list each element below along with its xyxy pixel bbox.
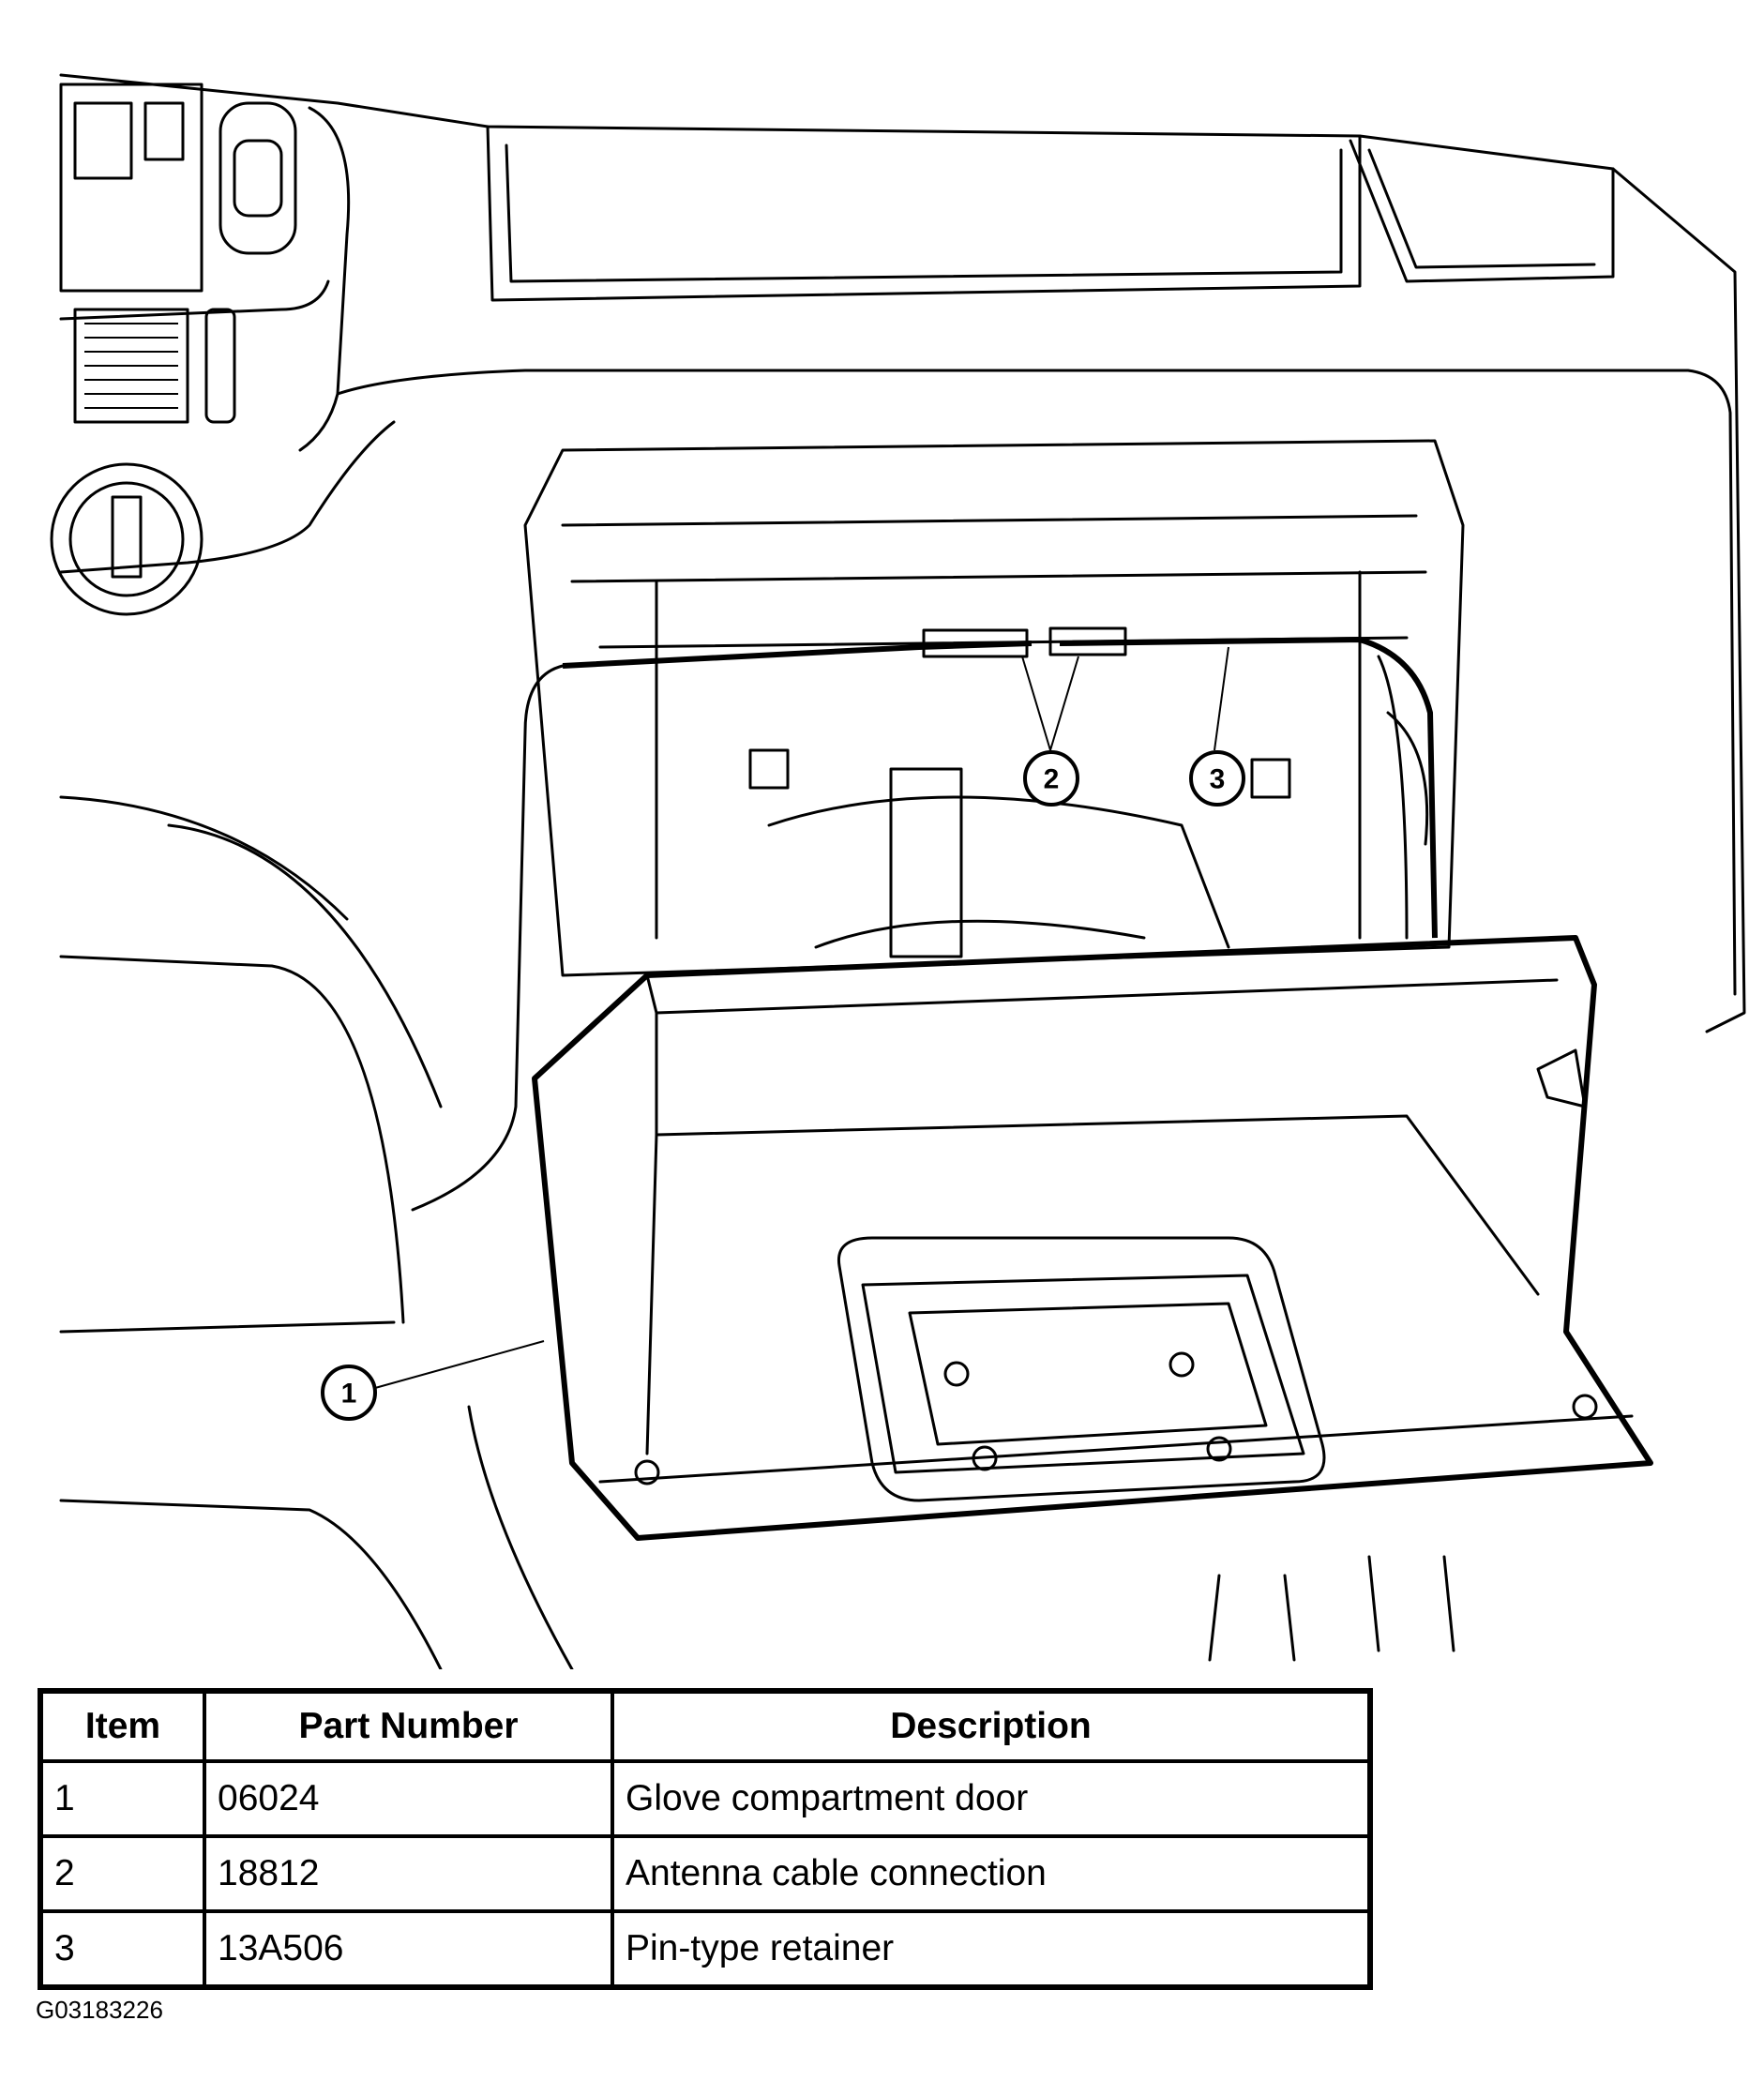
leader-lines	[374, 646, 1229, 1389]
cell-item: 2	[38, 1834, 206, 1913]
callout-1: 1	[321, 1365, 377, 1421]
cell-part-number: 18812	[203, 1834, 614, 1913]
radio-panel	[50, 83, 297, 616]
parts-table: Item Part Number Description 1 06024 Glo…	[38, 1688, 1373, 1990]
cell-description: Glove compartment door	[611, 1759, 1372, 1838]
table-row: 3 13A506 Pin-type retainer	[38, 1909, 1372, 1989]
glove-compartment-illustration: 1 2 3	[50, 73, 1746, 1669]
header-item: Item	[38, 1689, 206, 1763]
lower-dashboard	[59, 823, 1455, 1669]
callout-3: 3	[1189, 750, 1245, 807]
cell-part-number: 13A506	[203, 1909, 614, 1989]
header-description: Description	[611, 1689, 1372, 1763]
callout-2: 2	[1023, 750, 1079, 807]
figure-id: G03183226	[36, 1996, 163, 2024]
cell-part-number: 06024	[203, 1759, 614, 1838]
cell-item: 1	[38, 1759, 206, 1838]
compartment-cavity	[523, 439, 1465, 977]
cell-item: 3	[38, 1909, 206, 1989]
table-row: 2 18812 Antenna cable connection	[38, 1834, 1372, 1913]
cell-description: Pin-type retainer	[611, 1909, 1372, 1989]
dashboard-top	[59, 73, 1746, 1033]
callout-1-label: 1	[341, 1379, 357, 1410]
cell-description: Antenna cable connection	[611, 1834, 1372, 1913]
callout-3-label: 3	[1210, 764, 1226, 795]
table-header-row: Item Part Number Description	[38, 1689, 1372, 1763]
antenna-cable	[411, 626, 1438, 1212]
callout-2-label: 2	[1044, 764, 1060, 795]
glove-compartment-door	[532, 935, 1653, 1541]
header-part-number: Part Number	[203, 1689, 614, 1763]
table-row: 1 06024 Glove compartment door	[38, 1759, 1372, 1838]
